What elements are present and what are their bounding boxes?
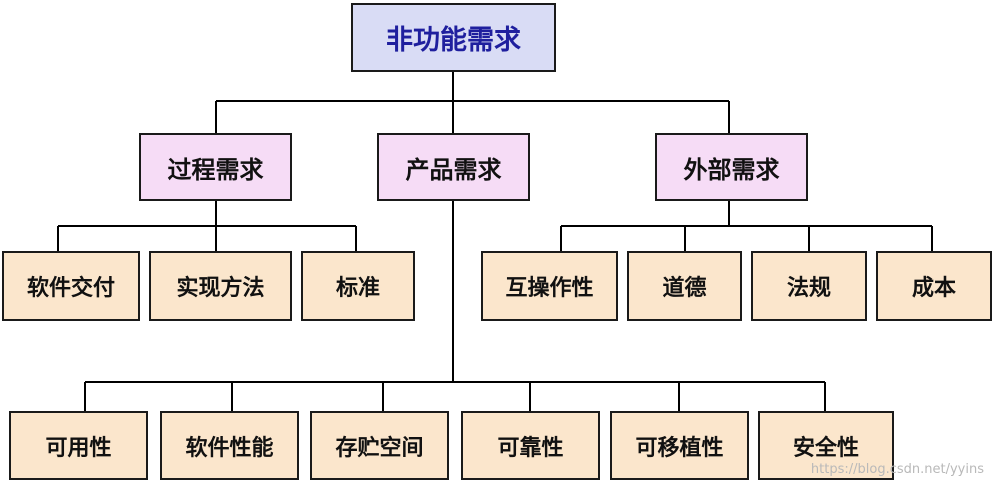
leaf-storage-space: 存贮空间 — [310, 411, 449, 480]
node-product-requirements: 产品需求 — [377, 133, 530, 201]
leaf-usability: 可用性 — [9, 411, 148, 480]
leaf-regulations: 法规 — [751, 251, 867, 321]
leaf-reliability: 可靠性 — [461, 411, 600, 480]
node-process-requirements: 过程需求 — [139, 133, 292, 201]
watermark-text: https://blog.csdn.net/yyins — [810, 462, 984, 477]
leaf-interoperability: 互操作性 — [481, 251, 618, 321]
leaf-portability: 可移植性 — [610, 411, 749, 480]
leaf-standards: 标准 — [301, 251, 415, 321]
leaf-cost: 成本 — [876, 251, 992, 321]
leaf-implementation-method: 实现方法 — [149, 251, 292, 321]
node-external-requirements: 外部需求 — [655, 133, 808, 201]
leaf-software-performance: 软件性能 — [160, 411, 299, 480]
leaf-ethics: 道德 — [627, 251, 742, 321]
root-node-nonfunctional-requirements: 非功能需求 — [351, 3, 556, 72]
leaf-security: 安全性 — [758, 411, 894, 480]
leaf-software-delivery: 软件交付 — [2, 251, 140, 321]
